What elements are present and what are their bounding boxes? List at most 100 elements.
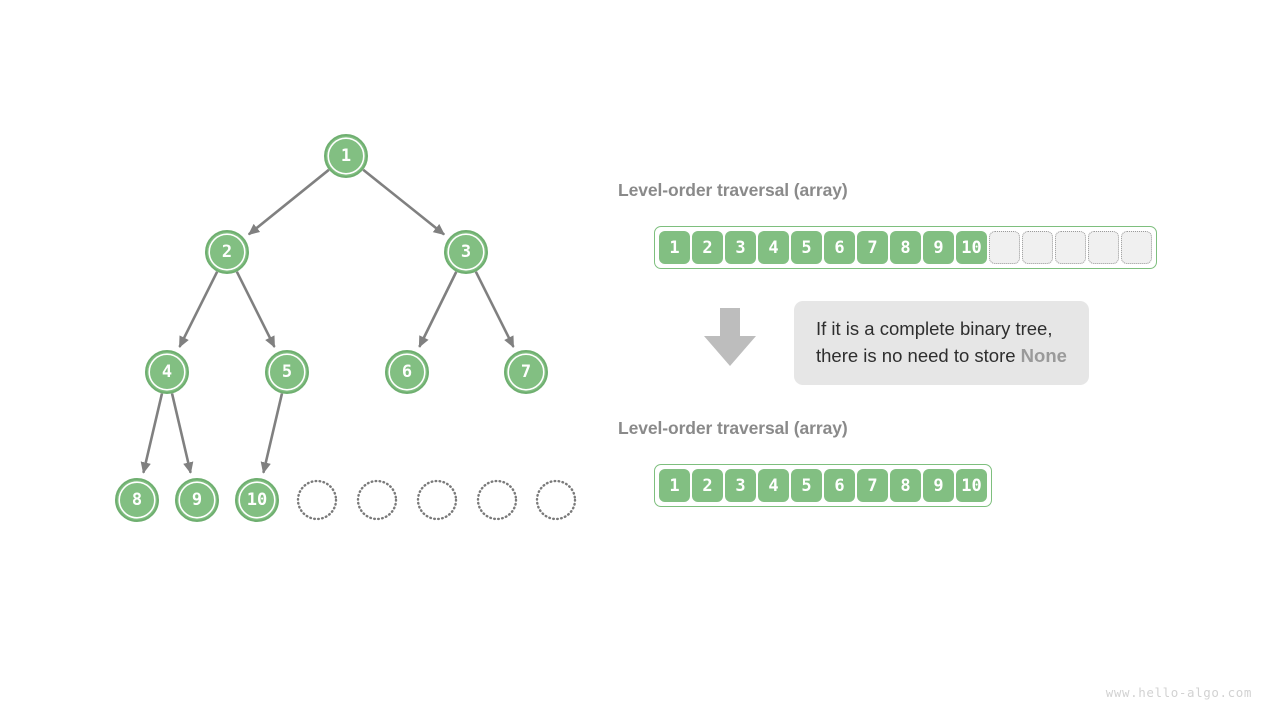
node-inner-ring [118, 481, 156, 519]
node-circle [444, 230, 488, 274]
array-with-none-empty-cell-1 [1022, 231, 1053, 264]
node-value-label: 3 [461, 242, 471, 262]
tree-edge [362, 168, 445, 236]
callout-line-2: there is no need to store None [816, 342, 1067, 369]
node-value-label: 1 [341, 146, 351, 166]
tree-node-3: 3 [444, 230, 488, 274]
array-with-none-cell-8: 9 [923, 231, 954, 264]
node-inner-ring [268, 353, 306, 391]
node-value-label: 10 [247, 490, 267, 510]
node-circle [324, 134, 368, 178]
array-with-none-cell-1: 2 [692, 231, 723, 264]
placeholder-circle [535, 479, 577, 521]
placeholder-circle [296, 479, 338, 521]
node-circle [205, 230, 249, 274]
array-without-none-cell-3: 4 [758, 469, 789, 502]
array-with-none-cell-7: 8 [890, 231, 921, 264]
tree-edge [170, 393, 194, 474]
section-title-with-none: Level-order traversal (array) [618, 180, 848, 200]
node-value-label: 5 [282, 362, 292, 382]
tree-edge [474, 271, 515, 348]
array-with-none-empty-cell-0 [989, 231, 1020, 264]
node-circle [235, 478, 279, 522]
node-inner-ring [148, 353, 186, 391]
node-circle [145, 350, 189, 394]
node-value-label: 7 [521, 362, 531, 382]
array-without-none-cell-2: 3 [725, 469, 756, 502]
node-circle [115, 478, 159, 522]
tree-edge [418, 271, 458, 348]
tree-canvas: 1 2 3 4 5 6 7 8 9 10 [115, 134, 577, 522]
node-inner-ring [178, 481, 216, 519]
tree-edge-layer [140, 168, 515, 474]
node-value-label: 4 [162, 362, 172, 382]
node-inner-ring [327, 137, 365, 175]
array-without-none-cell-1: 2 [692, 469, 723, 502]
array-with-none-empty-cell-3 [1088, 231, 1119, 264]
tree-edge [235, 271, 276, 348]
array-with-none-cell-5: 6 [824, 231, 855, 264]
complete-binary-tree-note: If it is a complete binary tree, there i… [794, 301, 1089, 385]
array-without-none-cell-9: 10 [956, 469, 987, 502]
tree-node-7: 7 [504, 350, 548, 394]
tree-node-5: 5 [265, 350, 309, 394]
array-with-none-cell-2: 3 [725, 231, 756, 264]
tree-node-placeholder [356, 479, 398, 521]
placeholder-circle [476, 479, 518, 521]
callout-line-2-text: there is no need to store [816, 345, 1021, 366]
binary-tree-diagram: 1 2 3 4 5 6 7 8 9 10 [0, 0, 620, 620]
array-with-none-empty-cell-4 [1121, 231, 1152, 264]
tree-node-placeholder [416, 479, 458, 521]
node-value-label: 8 [132, 490, 142, 510]
tree-edge [178, 271, 219, 348]
tree-edge [247, 168, 330, 236]
array-with-none-empty-cell-2 [1055, 231, 1086, 264]
node-circle [504, 350, 548, 394]
site-watermark: www.hello-algo.com [1105, 685, 1252, 700]
array-without-none-cell-8: 9 [923, 469, 954, 502]
array-with-none-cell-4: 5 [791, 231, 822, 264]
tree-node-6: 6 [385, 350, 429, 394]
tree-node-4: 4 [145, 350, 189, 394]
node-circle [265, 350, 309, 394]
node-value-label: 9 [192, 490, 202, 510]
callout-none-keyword: None [1020, 345, 1067, 366]
placeholder-circle [416, 479, 458, 521]
array-without-none-cell-0: 1 [659, 469, 690, 502]
tree-node-placeholder [476, 479, 518, 521]
tree-edge [260, 393, 284, 474]
array-with-none-cell-3: 4 [758, 231, 789, 264]
down-arrow-icon [700, 308, 760, 375]
array-without-none-cell-6: 7 [857, 469, 888, 502]
tree-node-placeholder [535, 479, 577, 521]
array-with-none-cell-0: 1 [659, 231, 690, 264]
tree-node-placeholder [296, 479, 338, 521]
node-inner-ring [388, 353, 426, 391]
node-circle [175, 478, 219, 522]
array-without-none-cell-5: 6 [824, 469, 855, 502]
section-title-without-none: Level-order traversal (array) [618, 418, 848, 438]
tree-node-8: 8 [115, 478, 159, 522]
node-value-label: 6 [402, 362, 412, 382]
array-without-none-cell-7: 8 [890, 469, 921, 502]
node-inner-ring [507, 353, 545, 391]
tree-node-2: 2 [205, 230, 249, 274]
node-inner-ring [208, 233, 246, 271]
node-inner-ring [238, 481, 276, 519]
tree-node-layer: 1 2 3 4 5 6 7 8 9 10 [115, 134, 577, 522]
array-with-none-cell-6: 7 [857, 231, 888, 264]
tree-node-10: 10 [235, 478, 279, 522]
node-value-label: 2 [222, 242, 232, 262]
tree-node-1: 1 [324, 134, 368, 178]
node-inner-ring [447, 233, 485, 271]
array-without-none-cell-4: 5 [791, 469, 822, 502]
node-circle [385, 350, 429, 394]
tree-edge [140, 393, 164, 474]
callout-line-1: If it is a complete binary tree, [816, 318, 1053, 339]
tree-node-9: 9 [175, 478, 219, 522]
array-with-none-cell-9: 10 [956, 231, 987, 264]
placeholder-circle [356, 479, 398, 521]
